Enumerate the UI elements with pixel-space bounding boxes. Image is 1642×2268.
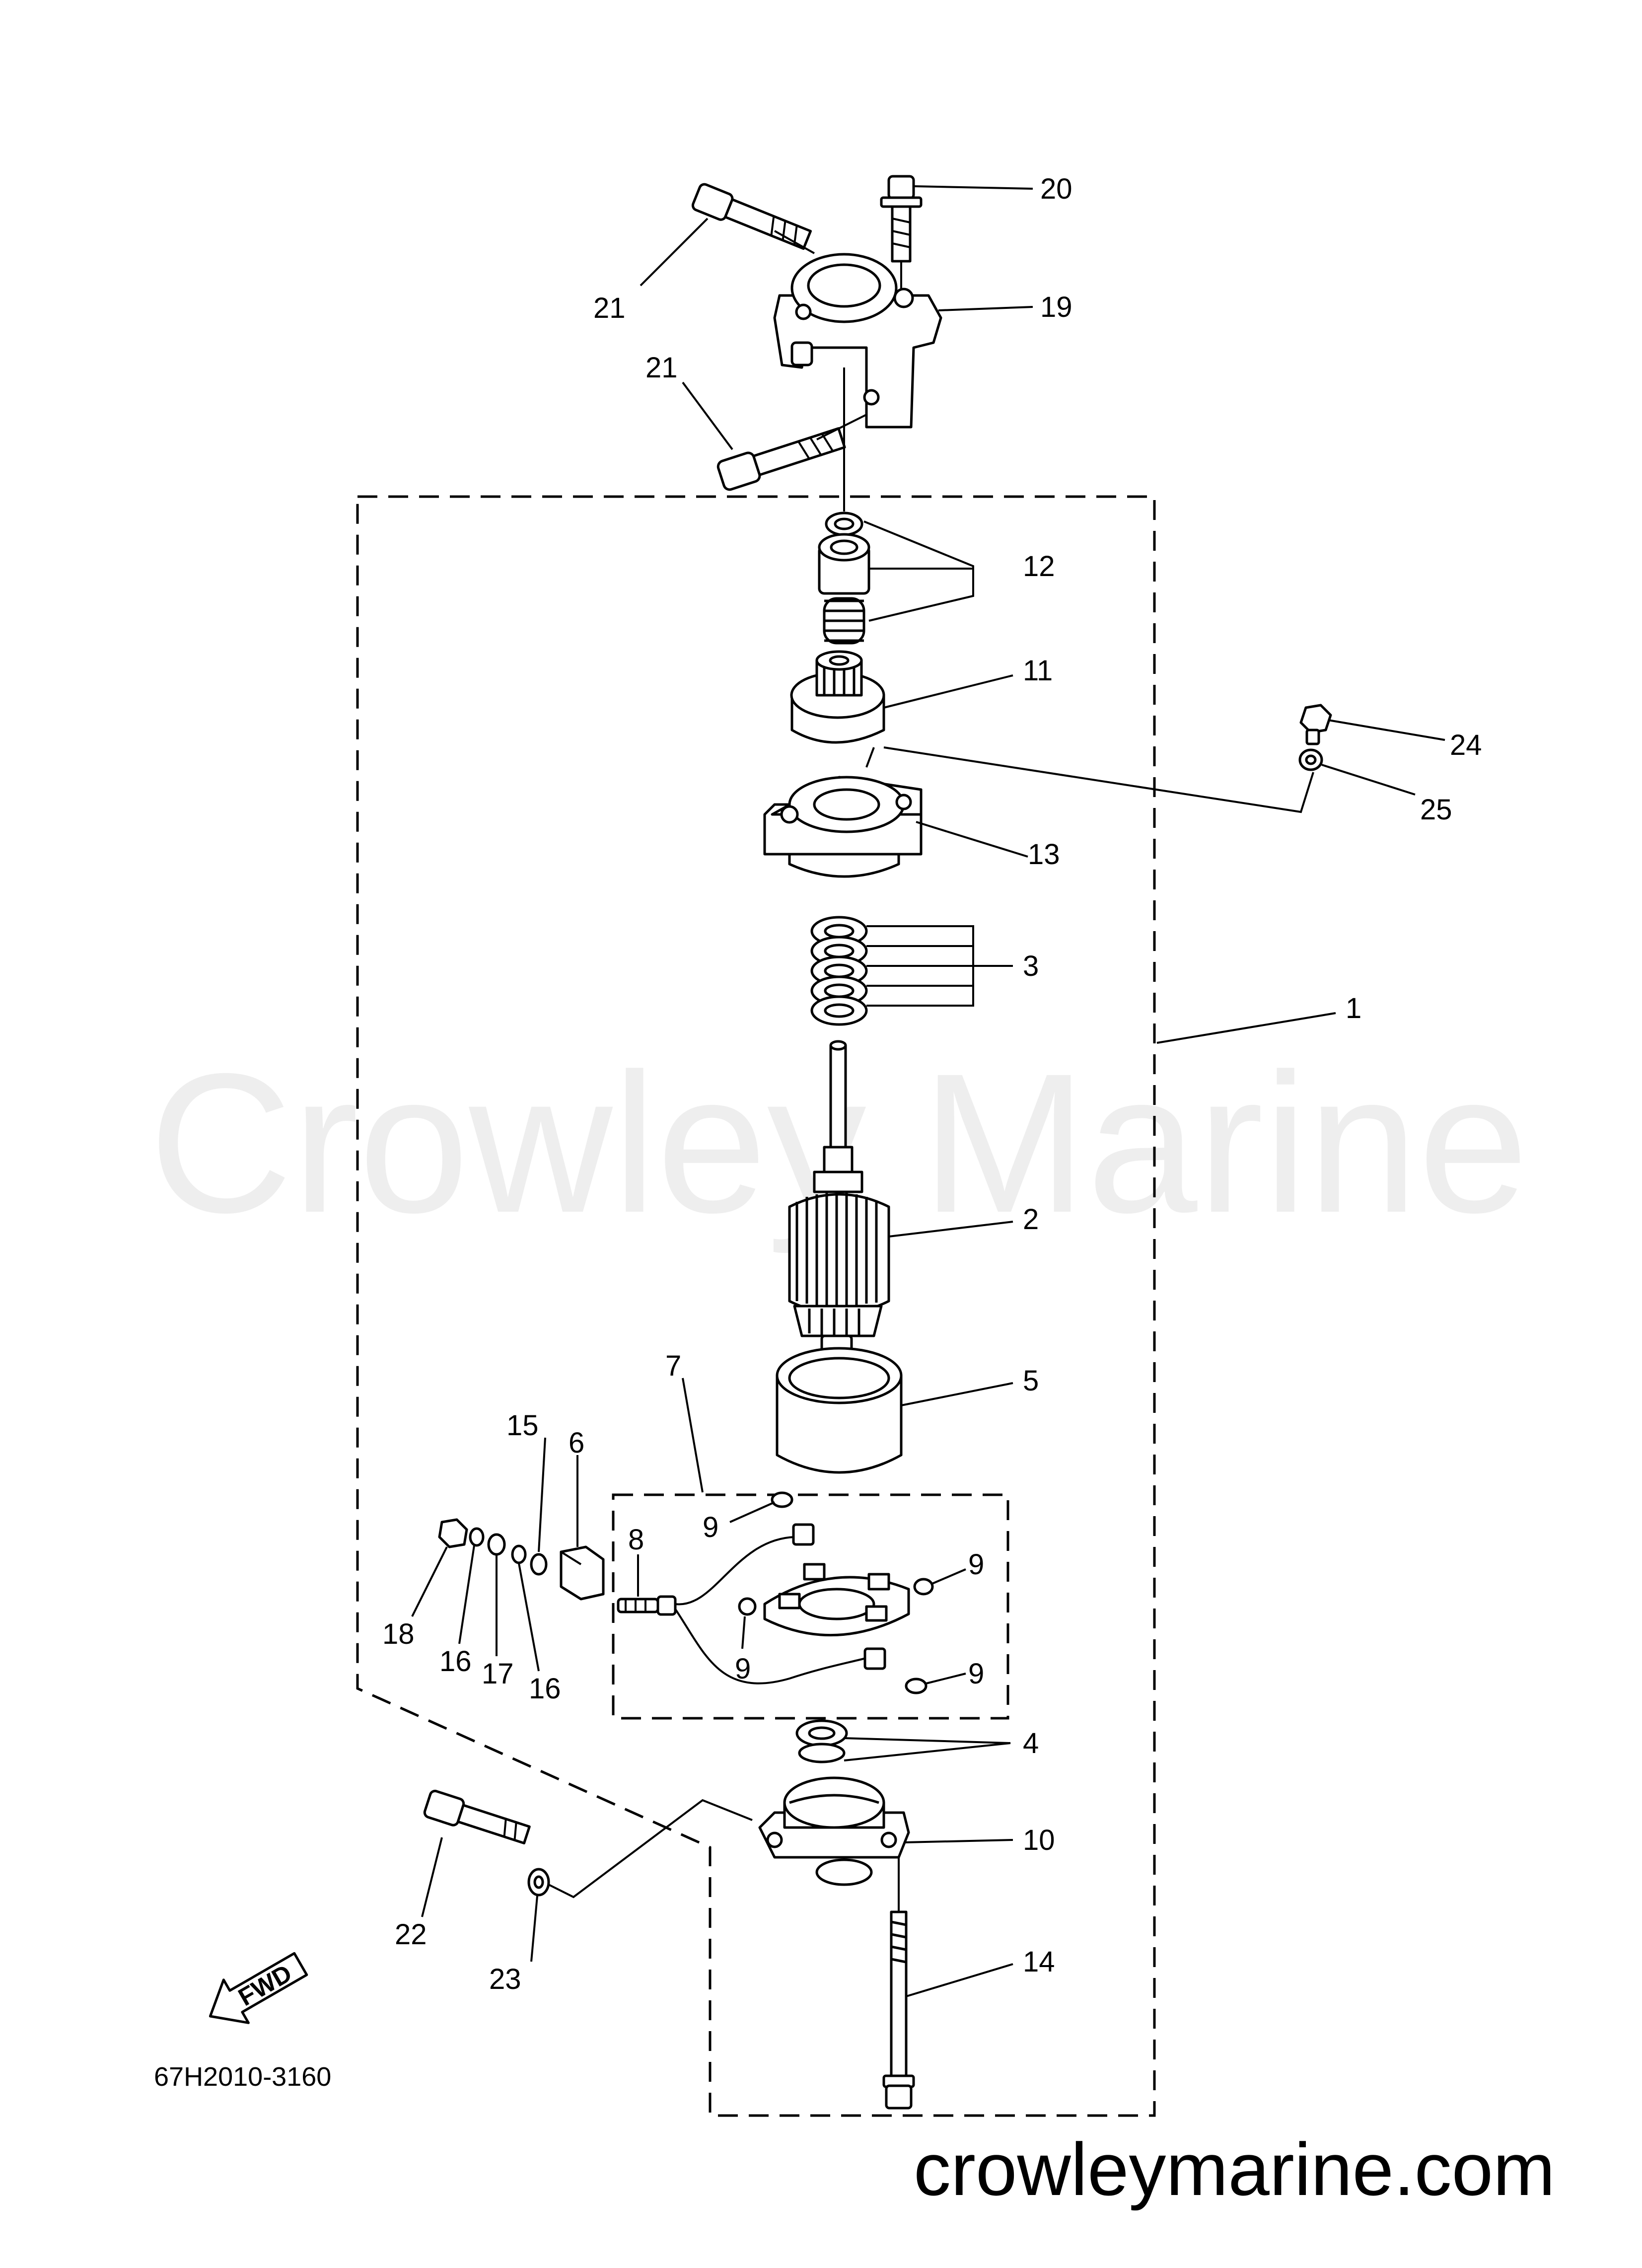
callout-21-lower: 21 <box>645 352 678 384</box>
part-23-washer[interactable] <box>527 1868 550 1897</box>
part-3-bracket <box>866 925 974 1007</box>
part-24-screw[interactable] <box>1299 704 1332 745</box>
part-4-washer-set[interactable] <box>795 1719 848 1763</box>
callout-5: 5 <box>1023 1365 1039 1397</box>
callout-15: 15 <box>506 1409 539 1442</box>
brush-lower[interactable] <box>863 1647 886 1670</box>
leader-line <box>816 414 867 440</box>
part-25-washer[interactable] <box>1298 748 1323 771</box>
part-15-washer[interactable] <box>530 1553 548 1576</box>
part-9-screw-a[interactable] <box>771 1491 793 1508</box>
part-6-insulator[interactable] <box>560 1545 605 1601</box>
brush-upper[interactable] <box>792 1523 815 1546</box>
callout-4: 4 <box>1023 1727 1039 1759</box>
callout-9-c: 9 <box>735 1653 751 1685</box>
part-9-screw-c[interactable] <box>738 1597 757 1616</box>
brush-lead-wire <box>675 1536 795 1606</box>
callout-3: 3 <box>1023 950 1039 982</box>
part-14-through-bolt[interactable] <box>882 1910 915 2110</box>
callout-9-b: 9 <box>968 1548 984 1581</box>
callout-19: 19 <box>1040 291 1072 323</box>
brush-assembly-outline <box>612 1493 1009 1720</box>
callout-24: 24 <box>1450 729 1482 761</box>
callout-8: 8 <box>628 1524 644 1556</box>
part-9-screw-b[interactable] <box>913 1578 934 1596</box>
part-11-pinion[interactable] <box>790 650 885 744</box>
callout-18: 18 <box>382 1618 415 1650</box>
part-13-front-cover[interactable] <box>763 776 923 878</box>
callout-leaders <box>411 185 1445 1997</box>
part-19-upper-bracket[interactable] <box>773 253 942 429</box>
callout-21-upper: 21 <box>593 292 626 324</box>
callout-12: 12 <box>1023 550 1055 583</box>
leader-line <box>774 230 815 254</box>
callout-10: 10 <box>1023 1824 1055 1856</box>
callout-1: 1 <box>1346 992 1361 1024</box>
callout-11: 11 <box>1023 655 1053 687</box>
part-9-screw-d[interactable] <box>905 1678 928 1694</box>
part-5-yoke[interactable] <box>776 1347 903 1474</box>
leader-line <box>883 746 1314 813</box>
callout-14: 14 <box>1023 1946 1055 1978</box>
callout-17: 17 <box>482 1658 514 1690</box>
callout-9-a: 9 <box>703 1511 718 1543</box>
leader-line <box>865 747 875 768</box>
forward-arrow-icon: FWD <box>209 1952 308 2024</box>
part-12-pinion-stop-set[interactable] <box>818 512 870 645</box>
leader-line <box>548 1799 753 1899</box>
part-16-washer-a[interactable] <box>511 1544 527 1564</box>
callout-6: 6 <box>569 1427 584 1459</box>
brush-lead-wire <box>674 1608 864 1684</box>
part-17-washer[interactable] <box>487 1533 506 1556</box>
part-2-armature[interactable] <box>788 1040 890 1357</box>
part-8-terminal-bolt[interactable] <box>617 1595 677 1616</box>
callout-2: 2 <box>1023 1203 1039 1236</box>
part-3-washer-set[interactable] <box>810 916 868 1026</box>
part-21-bolt-lower[interactable] <box>716 424 846 491</box>
assembly-outline <box>356 495 1156 2117</box>
part-7-brush-holder[interactable] <box>763 1563 910 1637</box>
part-18-nut[interactable] <box>438 1518 468 1548</box>
callout-25: 25 <box>1420 794 1452 826</box>
part-10-rear-cover[interactable] <box>758 1776 910 1886</box>
website-text: crowleymarine.com <box>914 2127 1555 2211</box>
callout-9-d: 9 <box>968 1658 984 1690</box>
part-16-washer-b[interactable] <box>469 1527 485 1547</box>
forward-label: FWD <box>234 1959 297 2011</box>
part-21-bolt-upper[interactable] <box>691 183 812 253</box>
callout-16-a: 16 <box>439 1645 472 1678</box>
part-20-bolt[interactable] <box>880 175 923 263</box>
callout-16-b: 16 <box>529 1673 561 1705</box>
callout-13: 13 <box>1028 838 1060 871</box>
callout-22: 22 <box>395 1918 427 1951</box>
part-22-bolt[interactable] <box>423 1789 531 1848</box>
drawing-code: 67H2010-3160 <box>154 2062 331 2092</box>
callout-7: 7 <box>665 1350 681 1382</box>
callout-20: 20 <box>1040 173 1072 205</box>
callout-23: 23 <box>489 1963 521 1995</box>
